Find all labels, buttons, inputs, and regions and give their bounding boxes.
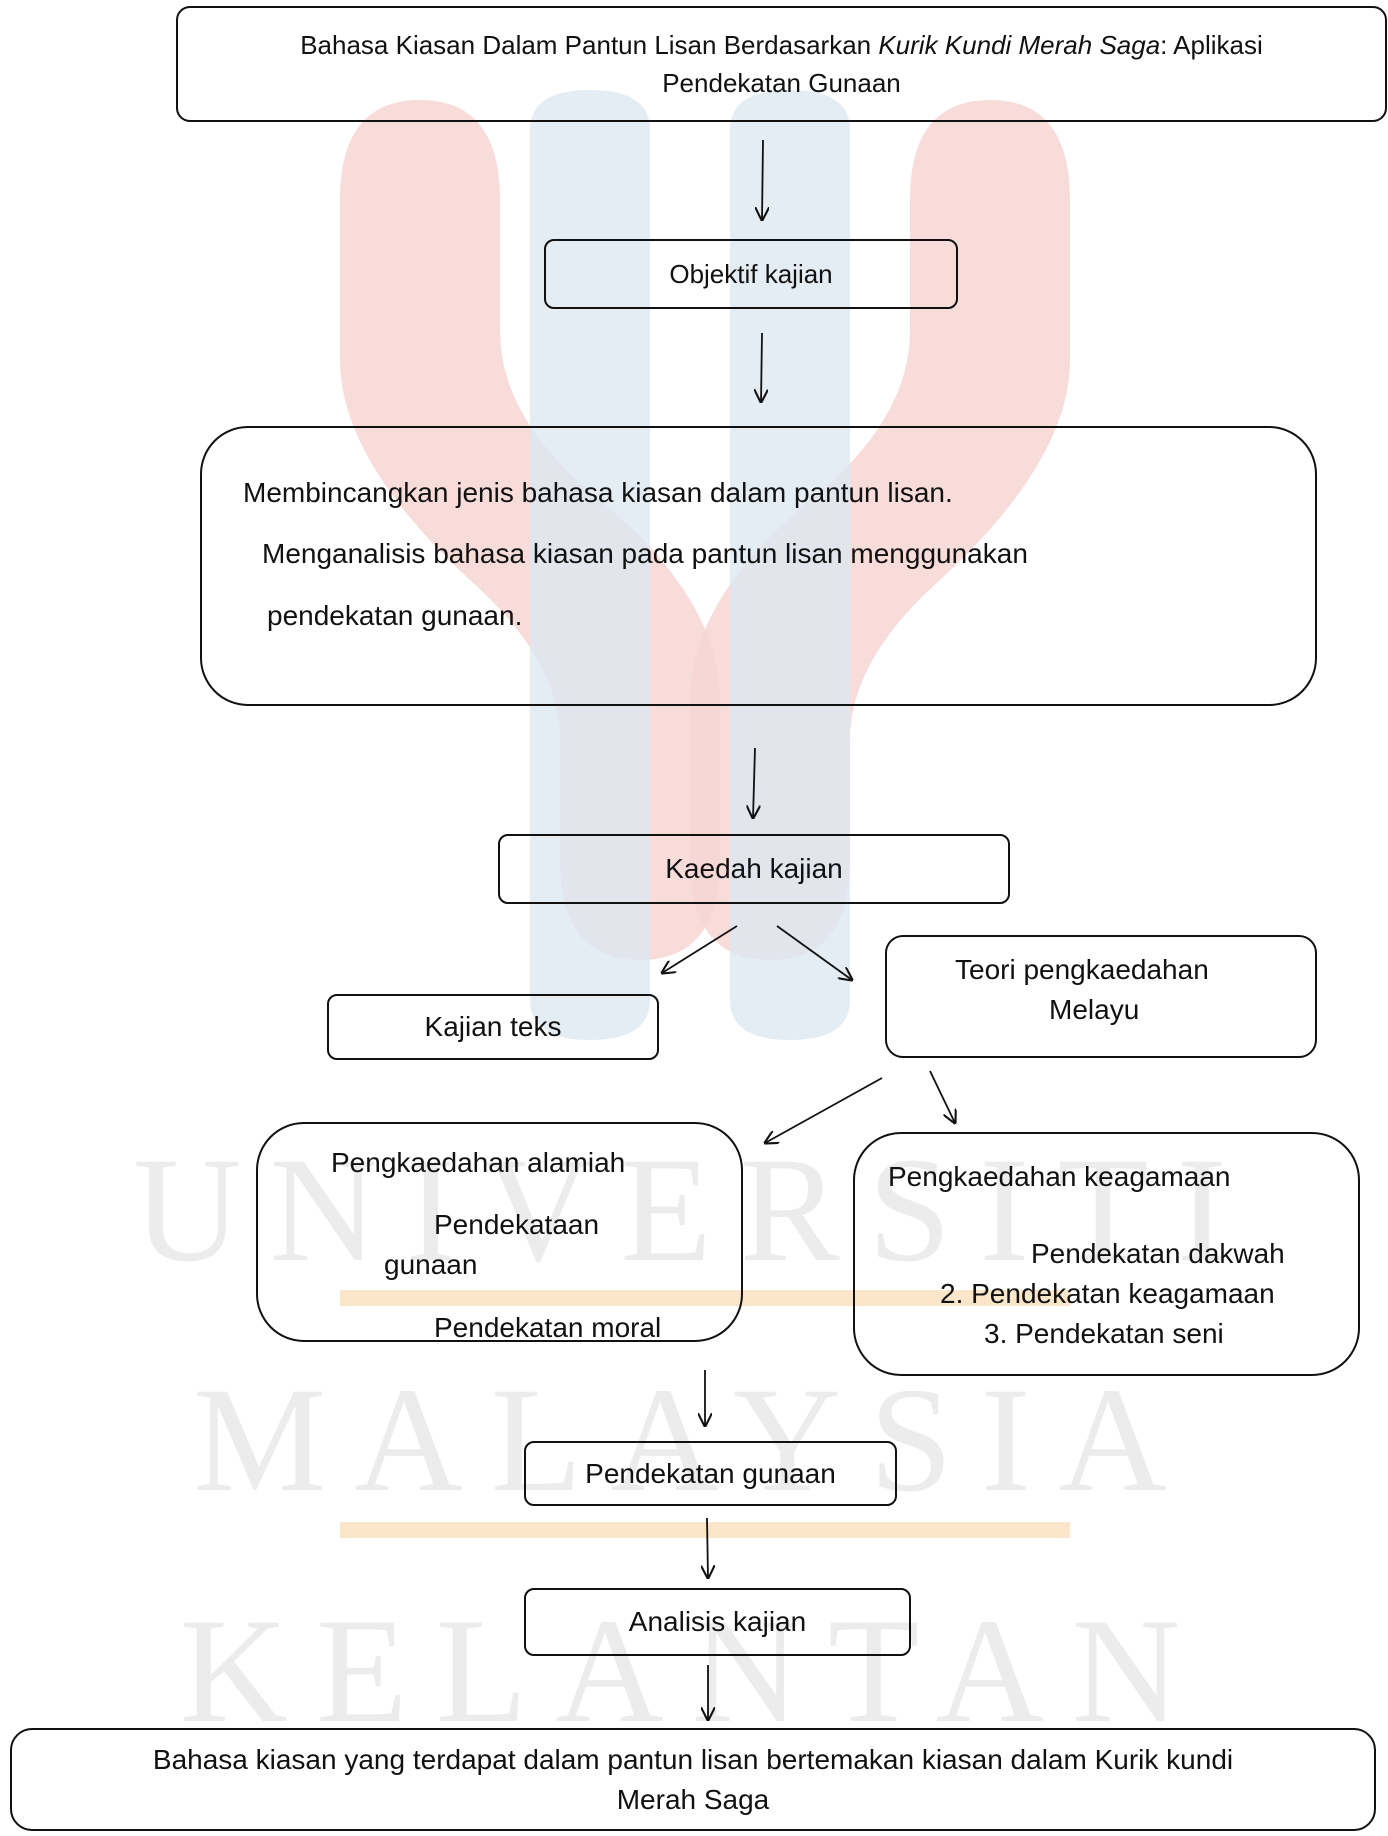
natural-item-1-line-1: Pendekataan — [434, 1209, 600, 1240]
title-suffix: : Aplikasi — [1160, 30, 1263, 60]
arrow-title-to-objective — [762, 139, 763, 220]
arrow-objective-to-list — [761, 332, 762, 402]
title-box: Bahasa Kiasan Dalam Pantun Lisan Berdasa… — [176, 6, 1387, 122]
objective-item-2: Menganalisis bahasa kiasan pada pantun l… — [262, 538, 1028, 569]
title-italic: Kurik Kundi Merah Saga — [878, 30, 1161, 60]
natural-heading: Pengkaedahan alamiah — [331, 1147, 626, 1178]
religious-item-2: 2. Pendekatan keagamaan — [940, 1278, 1275, 1309]
natural-method-box: Pengkaedahan alamiah Pendekataan gunaan … — [256, 1122, 743, 1342]
objective-label-box: Objektif kajian — [544, 239, 958, 309]
arrow-method-to-theory — [776, 925, 852, 980]
religious-item-1: Pendekatan dakwah — [1031, 1238, 1285, 1269]
religious-method-box — [853, 1132, 1360, 1376]
arrow-method-to-text-study — [662, 925, 738, 973]
arrow-theory-to-natural — [765, 1077, 883, 1143]
result-box: Bahasa kiasan yang terdapat dalam pantun… — [10, 1728, 1376, 1831]
applied-approach-box: Pendekatan gunaan — [524, 1441, 897, 1506]
theory-line-2: Melayu — [1049, 994, 1140, 1025]
objective-item-3: pendekatan gunaan. — [267, 600, 523, 631]
watermark-word-3: KELANTAN — [179, 1588, 1209, 1754]
method-box: Kaedah kajian — [498, 834, 1010, 904]
objectives-box — [200, 426, 1317, 706]
method-label: Kaedah kajian — [665, 853, 843, 884]
natural-item-1-line-2: gunaan — [384, 1249, 478, 1280]
analysis-box: Analisis kajian — [524, 1588, 911, 1656]
religious-heading: Pengkaedahan keagamaan — [888, 1161, 1231, 1192]
result-line-1: Bahasa kiasan yang terdapat dalam pantun… — [152, 1743, 1234, 1775]
arrow-list-to-method — [753, 747, 755, 818]
natural-item-2: Pendekatan moral — [434, 1312, 662, 1342]
religious-item-3: 3. Pendekatan seni — [984, 1318, 1224, 1349]
text-study-label: Kajian teks — [424, 1011, 562, 1042]
text-study-box: Kajian teks — [327, 994, 659, 1060]
analysis-label: Analisis kajian — [628, 1606, 807, 1637]
applied-approach-label: Pendekatan gunaan — [585, 1457, 836, 1489]
watermark-word-2: MALAYSIA — [193, 1357, 1195, 1523]
objective-item-1: Membincangkan jenis bahasa kiasan dalam … — [243, 477, 953, 508]
theory-line-1: Teori pengkaedahan — [955, 954, 1209, 985]
arrow-applied-to-analysis — [707, 1517, 708, 1578]
arrow-theory-to-religious — [929, 1070, 955, 1123]
theory-box — [885, 935, 1317, 1058]
title-line-2: Pendekatan Gunaan — [662, 68, 901, 98]
result-line-2: Merah Saga — [616, 1783, 770, 1815]
title-prefix: Bahasa Kiasan Dalam Pantun Lisan Berdasa… — [300, 30, 879, 60]
objective-label: Objektif kajian — [669, 258, 833, 289]
title-line-1: Bahasa Kiasan Dalam Pantun Lisan Berdasa… — [300, 26, 1263, 64]
watermark-word-1: UNIVERSITI — [133, 1127, 1255, 1293]
